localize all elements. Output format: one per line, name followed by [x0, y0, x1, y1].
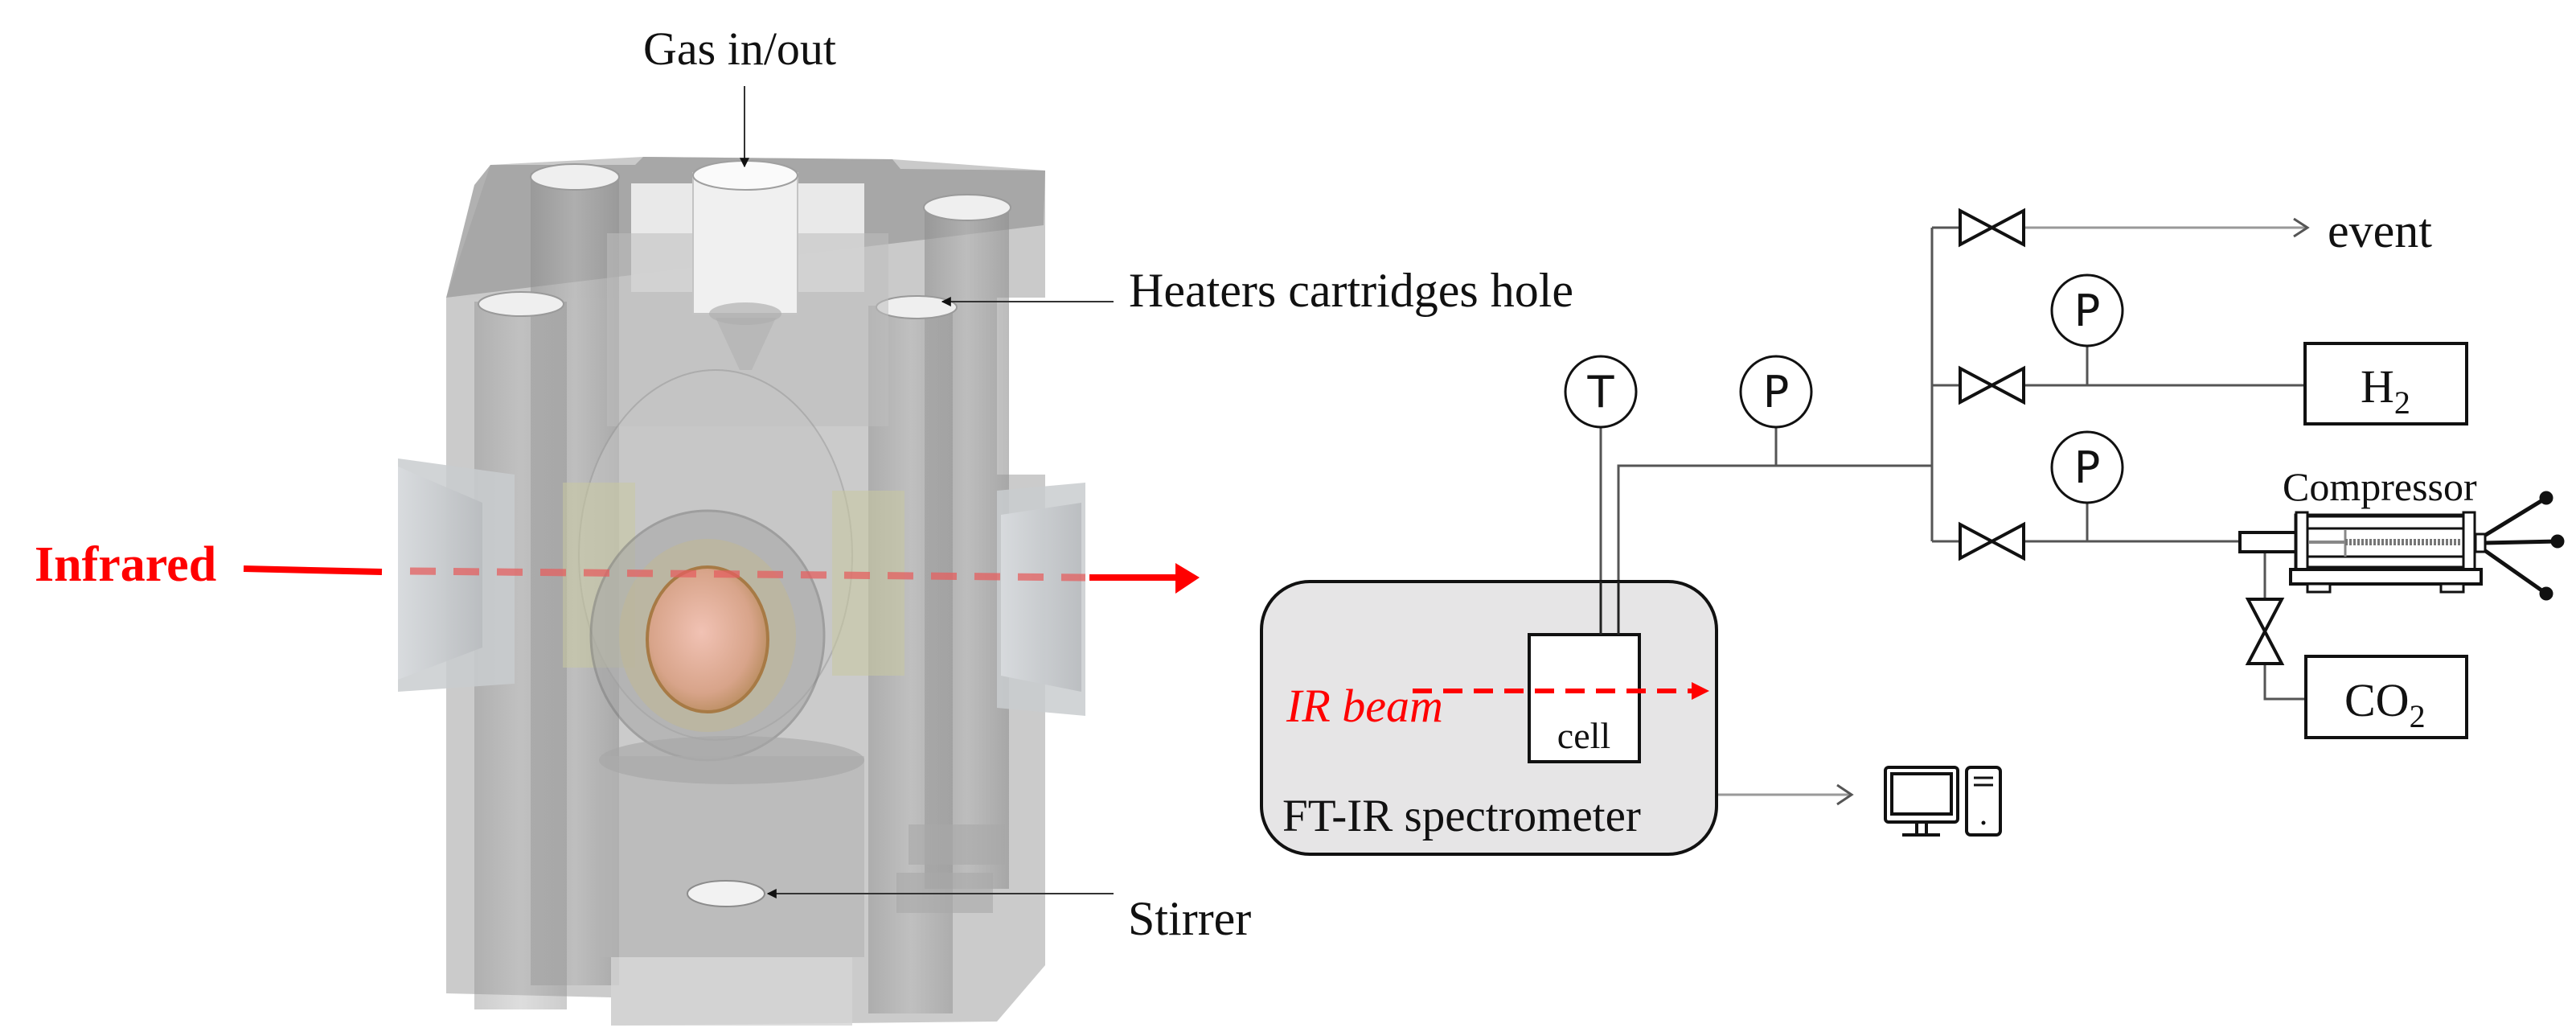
valve-icon — [1959, 208, 2025, 248]
desktop-computer-icon — [1884, 766, 2002, 837]
ir-window — [646, 565, 769, 713]
infrared-line-in — [243, 565, 383, 575]
co2-main: CO — [2344, 674, 2410, 726]
ir-beam-arrowhead — [1692, 682, 1709, 700]
pc-power-led — [1981, 820, 1986, 825]
valve-compressor[interactable] — [1959, 521, 2025, 561]
co2-source: CO2 — [2304, 655, 2468, 739]
heater-hole — [478, 291, 564, 317]
gas-in-out-label: Gas in/out — [643, 23, 836, 75]
gauge-icon — [2050, 273, 2124, 347]
pressure-gauge-compressor: P — [2050, 430, 2124, 504]
co2-line-lower — [2263, 664, 2306, 701]
data-arrowhead — [1836, 783, 1854, 806]
infrared-label: Infrared — [35, 537, 216, 592]
stirrer-housing-top — [599, 736, 864, 784]
valve-h2[interactable] — [1959, 365, 2025, 405]
gauge-letter: P — [2074, 442, 2101, 493]
compressor-icon — [2238, 491, 2565, 601]
reactor-cell-model — [398, 157, 1085, 1026]
infrared-beam — [243, 563, 1200, 594]
gauge-letter: T — [1587, 367, 1615, 417]
cell-box — [1528, 633, 1641, 763]
h2-box — [2303, 342, 2468, 426]
feed-line — [1617, 464, 1932, 635]
handle-knob — [2539, 586, 2553, 601]
co2-label: CO2 — [2344, 674, 2426, 734]
ftir-spectrometer: cell IR beam FT-IR spectrometer — [1260, 580, 1718, 856]
gas-channel — [709, 302, 781, 325]
event-arrowhead — [2293, 217, 2310, 238]
valve-icon — [1959, 521, 2025, 561]
heater-hole — [923, 194, 1011, 221]
compressor-label: Compressor — [2283, 464, 2477, 509]
compressor-inlet — [2238, 531, 2298, 553]
gauge-letter: P — [2074, 286, 2101, 336]
spectrometer-label: FT-IR spectrometer — [1282, 791, 1641, 841]
compressor-endcap-right — [2462, 511, 2476, 572]
compressor-endcap-left — [2295, 511, 2309, 572]
gauge-icon — [1564, 355, 1638, 429]
heaters-label: Heaters cartridges hole — [1129, 264, 1573, 317]
monitor-frame — [1884, 766, 1959, 824]
stirrer — [687, 880, 765, 907]
temperature-gauge: T — [1564, 355, 1638, 429]
pressure-gauge-main: P — [1739, 355, 1813, 429]
compressor-handle — [2484, 539, 2558, 545]
pressure-gauge-h2: P — [2050, 273, 2124, 347]
handle-knob — [2550, 534, 2565, 549]
co2-box — [2304, 655, 2468, 739]
cell-label: cell — [1557, 715, 1610, 756]
gas-channel-taper — [716, 318, 776, 370]
reactor-base — [611, 957, 852, 1026]
right-ir-cone — [1001, 503, 1081, 692]
handle-knob — [2539, 491, 2553, 505]
compressor-foot — [2439, 582, 2465, 594]
side-fitting — [909, 824, 1005, 865]
gas-port-tube — [692, 172, 798, 314]
stirrer-housing — [599, 756, 864, 957]
valve-icon — [1959, 365, 2025, 405]
compressor-handle — [2483, 495, 2548, 538]
valve-event[interactable] — [1959, 208, 2025, 248]
h2-source: H2 — [2303, 342, 2468, 426]
h2-label: H2 — [2361, 360, 2410, 421]
piping — [1599, 217, 2310, 806]
compressor-base — [2289, 568, 2483, 586]
h2-subscript: 2 — [2394, 384, 2410, 421]
gauge-icon — [2050, 430, 2124, 504]
left-ir-cone — [398, 467, 482, 680]
compressor-handle — [2483, 548, 2548, 596]
compressor-hub — [2474, 532, 2487, 553]
heater-hole — [530, 163, 620, 191]
gauge-icon — [1739, 355, 1813, 429]
stirrer-label: Stirrer — [1128, 892, 1251, 945]
ir-beam-label: IR beam — [1286, 680, 1443, 732]
valve-icon — [2245, 598, 2285, 665]
h2-main: H — [2361, 360, 2394, 413]
event-label: event — [2328, 204, 2432, 257]
infrared-arrowhead — [1175, 563, 1200, 594]
monitor-screen — [1890, 772, 1953, 816]
compressor-foot — [2306, 582, 2332, 594]
pc-tower — [1965, 766, 2002, 837]
window-holder-right — [832, 491, 904, 676]
co2-subscript: 2 — [2410, 698, 2426, 734]
gauge-letter: P — [1763, 367, 1790, 417]
valve-co2[interactable] — [2245, 598, 2285, 665]
